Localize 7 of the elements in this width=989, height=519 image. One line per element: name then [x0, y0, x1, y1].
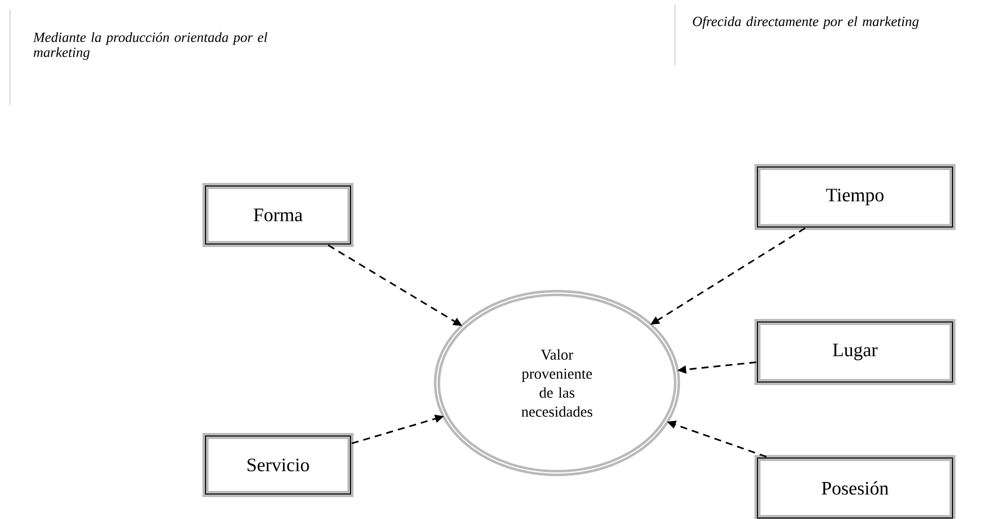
note-text: Mediante la producción orientada por el marketing	[33, 32, 268, 60]
concept-box: Lugar	[754, 318, 956, 385]
note-text: Ofrecida directamente por el marketing	[692, 16, 919, 30]
concept-box: Tiempo	[754, 164, 956, 230]
concept-box: Servicio	[202, 432, 354, 497]
concept-box: Posesión	[754, 454, 956, 519]
concept-box: Forma	[202, 183, 354, 247]
